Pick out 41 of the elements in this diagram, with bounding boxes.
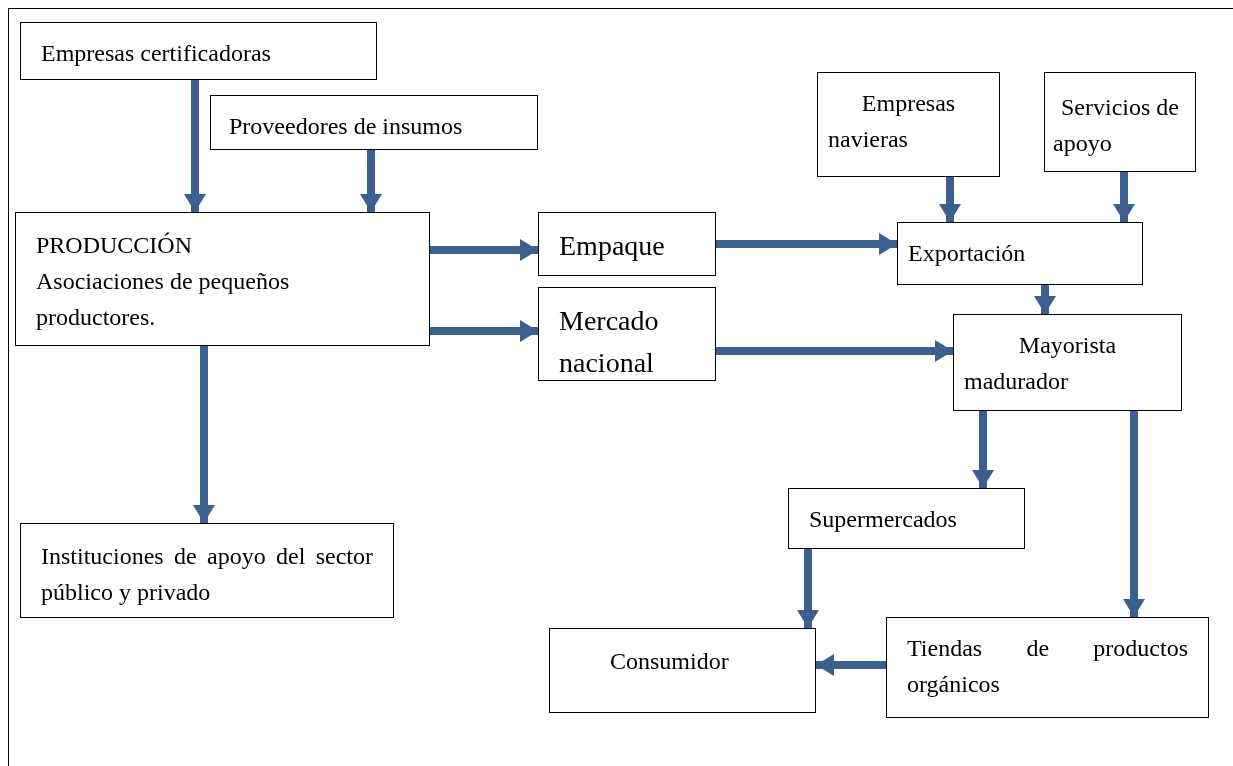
- arrow: [1113, 172, 1135, 222]
- box-label: Consumidor: [610, 647, 730, 676]
- process-box: [817, 72, 1000, 177]
- arrow: [816, 654, 886, 676]
- box-label: Mercado nacional: [559, 304, 660, 380]
- arrow: [360, 150, 382, 212]
- arrow: [939, 177, 961, 222]
- arrow: [1034, 285, 1056, 314]
- box-label: Empresas navieras: [828, 89, 957, 154]
- process-box: [538, 212, 716, 276]
- arrow: [1123, 411, 1145, 617]
- box-label: Empresas certificadoras: [41, 39, 272, 68]
- process-box: [953, 314, 1182, 411]
- box-label: Instituciones de apoyo del sector público y privado: [41, 542, 373, 607]
- process-box: [1044, 72, 1196, 172]
- arrow: [972, 411, 994, 488]
- box-label: Mayorista madurador: [964, 331, 1118, 396]
- arrow: [430, 239, 538, 261]
- box-label: Empaque: [559, 229, 666, 263]
- process-box: [20, 523, 394, 618]
- arrow: [193, 346, 215, 523]
- arrow: [184, 80, 206, 212]
- box-label: PRODUCCIÓN: [36, 231, 194, 260]
- arrow: [716, 233, 897, 255]
- box-label: Asociaciones de pequeños productores.: [36, 267, 291, 332]
- box-label: Supermercados: [809, 505, 958, 534]
- arrow: [716, 340, 953, 362]
- arrow: [797, 549, 819, 628]
- process-box: [15, 212, 430, 346]
- process-box: [538, 287, 716, 381]
- box-label: Proveedores de insumos: [229, 112, 464, 141]
- process-box: [210, 95, 538, 150]
- process-box: [788, 488, 1025, 549]
- process-box: [20, 22, 377, 80]
- arrow: [430, 320, 538, 342]
- box-label: Servicios de apoyo: [1053, 93, 1180, 158]
- process-box: [886, 617, 1209, 718]
- process-box: [897, 222, 1143, 285]
- box-label: Exportación: [908, 239, 1027, 268]
- box-label: Tiendas de productos orgánicos: [907, 634, 1188, 699]
- process-box: [549, 628, 816, 713]
